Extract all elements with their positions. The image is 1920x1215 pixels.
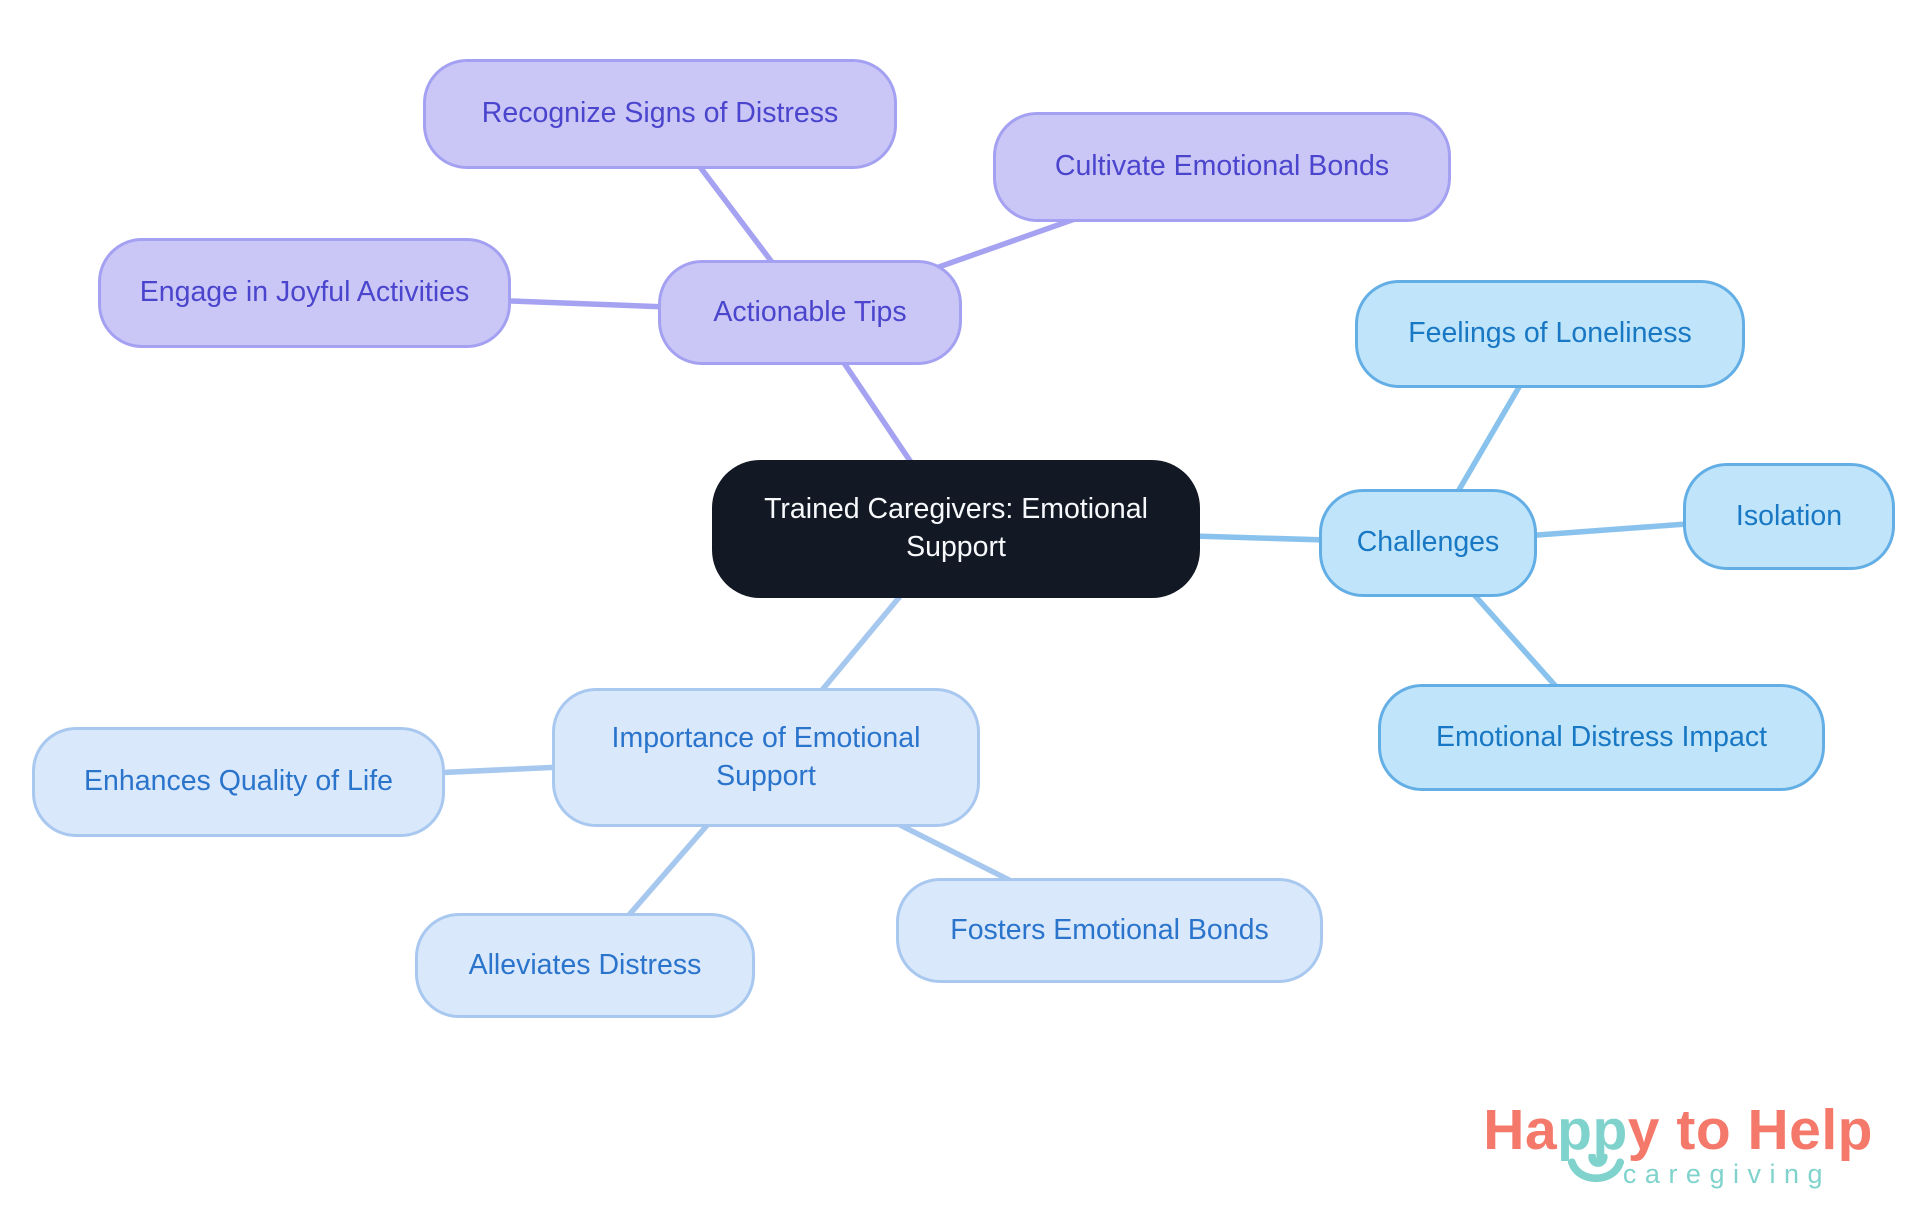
node-recognize-signs-of-distress[interactable]: Recognize Signs of Distress	[423, 59, 897, 169]
node-alleviates-distress[interactable]: Alleviates Distress	[415, 913, 755, 1018]
node-cultivate-emotional-bonds[interactable]: Cultivate Emotional Bonds	[993, 112, 1451, 222]
node-emotional-distress-impact[interactable]: Emotional Distress Impact	[1378, 684, 1825, 791]
brand-tagline: caregiving	[1622, 1158, 1831, 1189]
brand-name-part3: y to Help	[1627, 1098, 1873, 1162]
brand-name: Happy to Help	[1483, 1098, 1873, 1182]
node-feelings-of-loneliness[interactable]: Feelings of Loneliness	[1355, 280, 1745, 388]
node-central-trained-caregivers[interactable]: Trained Caregivers: Emotional Support	[712, 460, 1200, 598]
brand-name-part1: Ha	[1483, 1098, 1558, 1162]
smile-icon	[1568, 1154, 1625, 1182]
node-actionable-tips[interactable]: Actionable Tips	[658, 260, 962, 365]
node-engage-in-joyful-activities[interactable]: Engage in Joyful Activities	[98, 238, 511, 348]
brand-name-part2: pp	[1557, 1098, 1628, 1162]
node-challenges[interactable]: Challenges	[1319, 489, 1537, 597]
brand-logo: Happy to Help caregiving	[1483, 1098, 1873, 1189]
node-importance-of-emotional-support[interactable]: Importance of Emotional Support	[552, 688, 980, 827]
node-enhances-quality-of-life[interactable]: Enhances Quality of Life	[32, 727, 445, 837]
node-fosters-emotional-bonds[interactable]: Fosters Emotional Bonds	[896, 878, 1323, 983]
node-isolation[interactable]: Isolation	[1683, 463, 1895, 570]
